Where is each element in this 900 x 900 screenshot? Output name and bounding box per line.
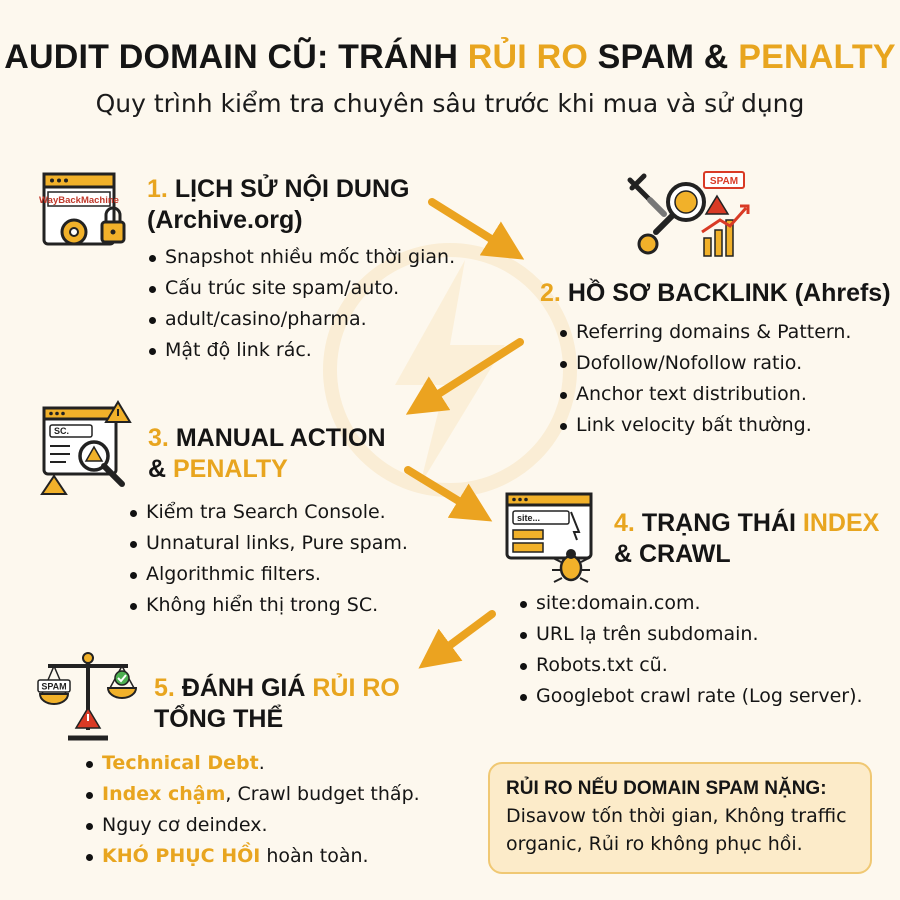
site-label: site... xyxy=(517,513,540,523)
wayback-label: WayBackMachine xyxy=(39,195,119,206)
search-console-warning-icon: SC. xyxy=(40,400,132,495)
section-1-list: Snapshot nhiều mốc thời gian. Cấu trúc s… xyxy=(147,242,455,366)
list-item: Kiểm tra Search Console. xyxy=(128,497,408,528)
section-5-subtitle: TỔNG THỂ xyxy=(154,705,284,733)
list-item: Index chậm, Crawl budget thấp. xyxy=(84,779,420,810)
page-title: AUDIT DOMAIN CŨ: TRÁNH RỦI RO SPAM & PEN… xyxy=(4,38,896,76)
section-1-title: 1. LỊCH SỬ NỘI DUNG xyxy=(147,175,410,203)
list-item: Robots.txt cũ. xyxy=(518,650,863,681)
section-2-title: 2. HỒ SƠ BACKLINK (Ahrefs) xyxy=(540,279,891,307)
scale-spam-label: SPAM xyxy=(41,682,66,692)
list-item: adult/casino/pharma. xyxy=(147,304,455,335)
index-crawl-icon: site... xyxy=(505,492,593,583)
section-3-manual-action: 3. MANUAL ACTION & PENALTY xyxy=(148,423,386,485)
section-4-title: 4. TRẠNG THÁI INDEX xyxy=(614,509,880,537)
header: AUDIT DOMAIN CŨ: TRÁNH RỦI RO SPAM & PEN… xyxy=(0,38,900,118)
section-2-list: Referring domains & Pattern. Dofollow/No… xyxy=(558,317,891,441)
arrow-3-to-4 xyxy=(404,466,493,522)
list-item: Referring domains & Pattern. xyxy=(558,317,891,348)
backlink-analysis-icon: SPAM xyxy=(627,171,750,257)
arrow-1-to-2 xyxy=(428,198,525,260)
list-item: Unnatural links, Pure spam. xyxy=(128,528,408,559)
section-4-subtitle: & CRAWL xyxy=(614,540,731,568)
list-item: URL lạ trên subdomain. xyxy=(518,619,863,650)
list-item: Anchor text distribution. xyxy=(558,379,891,410)
section-5-overall-risk: 5. ĐÁNH GIÁ RỦI RO TỔNG THỂ xyxy=(154,673,400,735)
section-1-subtitle: (Archive.org) xyxy=(147,206,303,234)
risk-box-title: RỦI RO NẾU DOMAIN SPAM NẶNG: xyxy=(506,778,827,799)
section-1-content-history: 1. LỊCH SỬ NỘI DUNG (Archive.org) Snapsh… xyxy=(147,174,455,366)
list-item: Technical Debt. xyxy=(84,748,420,779)
list-item: Không hiển thị trong SC. xyxy=(128,590,408,621)
section-5-list: Technical Debt. Index chậm, Crawl budget… xyxy=(84,748,420,872)
section-2-backlink-profile: 2. HỒ SƠ BACKLINK (Ahrefs) Referring dom… xyxy=(540,278,891,441)
page-subtitle: Quy trình kiểm tra chuyên sâu trước khi … xyxy=(95,89,805,118)
list-item: Dofollow/Nofollow ratio. xyxy=(558,348,891,379)
wayback-machine-icon: WayBackMachine xyxy=(39,172,126,246)
section-3-subtitle: & PENALTY xyxy=(148,455,288,483)
spam-tag-label: SPAM xyxy=(710,176,738,187)
list-item: Cấu trúc site spam/auto. xyxy=(147,273,455,304)
risk-box-line-2: organic, Rủi ro không phục hồi. xyxy=(506,833,803,855)
list-item: Mật độ link rác. xyxy=(147,335,455,366)
risk-warning-box: RỦI RO NẾU DOMAIN SPAM NẶNG: Disavow tốn… xyxy=(488,762,872,874)
section-4-list: site:domain.com. URL lạ trên subdomain. … xyxy=(518,588,863,712)
section-3-list: Kiểm tra Search Console. Unnatural links… xyxy=(128,497,408,621)
arrow-2-to-3 xyxy=(405,338,524,415)
sc-label: SC. xyxy=(54,426,69,436)
list-item: Googlebot crawl rate (Log server). xyxy=(518,681,863,712)
list-item: site:domain.com. xyxy=(518,588,863,619)
list-item: KHÓ PHỤC HỒI hoàn toàn. xyxy=(84,841,420,872)
section-4-index-crawl: 4. TRẠNG THÁI INDEX & CRAWL xyxy=(614,508,879,570)
risk-scale-icon: SPAM xyxy=(37,652,138,741)
list-item: Nguy cơ deindex. xyxy=(84,810,420,841)
section-5-title: 5. ĐÁNH GIÁ RỦI RO xyxy=(154,674,400,702)
risk-box-line-1: Disavow tốn thời gian, Không traffic xyxy=(506,805,847,827)
list-item: Link velocity bất thường. xyxy=(558,410,891,441)
arrow-4-to-5 xyxy=(418,610,496,669)
section-3-title: 3. MANUAL ACTION xyxy=(148,424,386,452)
list-item: Snapshot nhiều mốc thời gian. xyxy=(147,242,455,273)
list-item: Algorithmic filters. xyxy=(128,559,408,590)
